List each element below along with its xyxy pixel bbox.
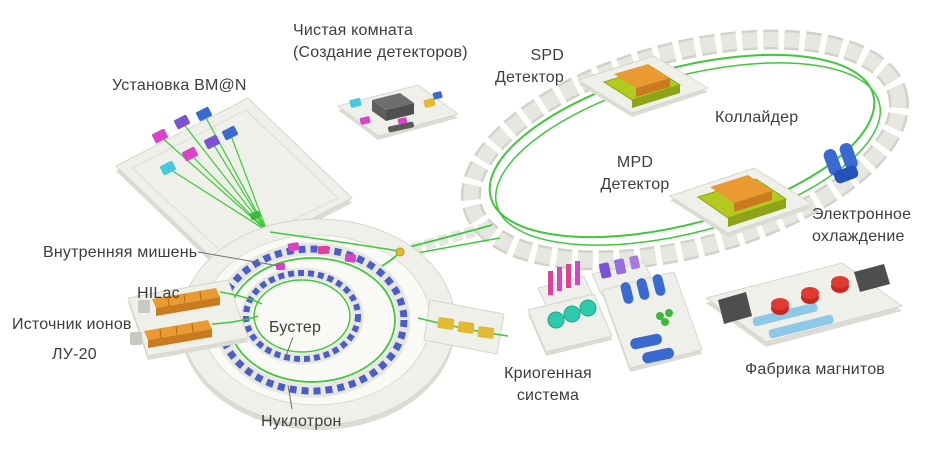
magnet-factory bbox=[704, 262, 904, 347]
nuclotron-accent-magnets bbox=[287, 242, 357, 263]
cryo-compressor-unit bbox=[527, 293, 613, 356]
label-cleanroom: Чистая комната (Создание детекторов) bbox=[293, 20, 468, 64]
label-booster: Бустер bbox=[269, 319, 322, 336]
label-spd-line2: Детектор bbox=[495, 69, 564, 86]
label-hilac: HILac bbox=[137, 285, 180, 302]
lu20-linac bbox=[130, 320, 212, 348]
magnet-factory-coils bbox=[771, 276, 849, 315]
hilac-linac bbox=[138, 288, 220, 316]
label-electron-cooling-line2: охлаждение bbox=[812, 228, 905, 245]
bman-magnet-fan bbox=[152, 106, 271, 235]
label-cryogenic-system: Криогенная система bbox=[500, 363, 596, 407]
mpd-detector bbox=[668, 167, 814, 237]
label-electron-cooling: Электронное охлаждение bbox=[812, 204, 911, 248]
label-mpd-line2: Детектор bbox=[600, 176, 670, 193]
electron-cooling-unit bbox=[823, 143, 859, 184]
label-collider: Коллайдер bbox=[715, 109, 799, 126]
label-electron-cooling-line1: Электронное bbox=[812, 206, 912, 223]
label-mpd-detector: MPD Детектор bbox=[596, 152, 674, 196]
label-cryogenic-line1: Криогенная bbox=[504, 365, 592, 382]
beamline-junction bbox=[269, 231, 405, 267]
cryogenic-system bbox=[527, 255, 703, 372]
label-cleanroom-line2: (Создание детекторов) bbox=[293, 44, 468, 61]
label-magnet-factory: Фабрика магнитов bbox=[745, 361, 886, 378]
extraction-line-magnets bbox=[417, 317, 509, 339]
label-inner-target: Внутренняя мишень bbox=[43, 244, 198, 261]
label-spd-detector: SPD Детектор bbox=[488, 45, 564, 89]
leader-lines bbox=[197, 251, 294, 410]
label-mpd-line1: MPD bbox=[616, 154, 654, 171]
label-cleanroom-line1: Чистая комната bbox=[293, 22, 414, 39]
label-lu20: ЛУ-20 bbox=[52, 346, 97, 363]
label-bman: Установка BM@N bbox=[112, 77, 247, 94]
label-spd-line1: SPD bbox=[530, 47, 564, 64]
spd-detector bbox=[576, 55, 710, 117]
cryo-tank-unit bbox=[601, 271, 703, 372]
cleanroom-platform bbox=[336, 84, 460, 140]
booster-ring bbox=[240, 267, 364, 365]
label-ion-source: Источник ионов bbox=[12, 316, 132, 333]
internal-target-marker bbox=[276, 263, 285, 270]
label-cryogenic-line2: система bbox=[516, 387, 580, 404]
linac-feed-beamlines bbox=[211, 291, 263, 325]
label-nuclotron: Нуклотрон bbox=[261, 413, 342, 430]
collider-ring bbox=[460, 29, 910, 271]
